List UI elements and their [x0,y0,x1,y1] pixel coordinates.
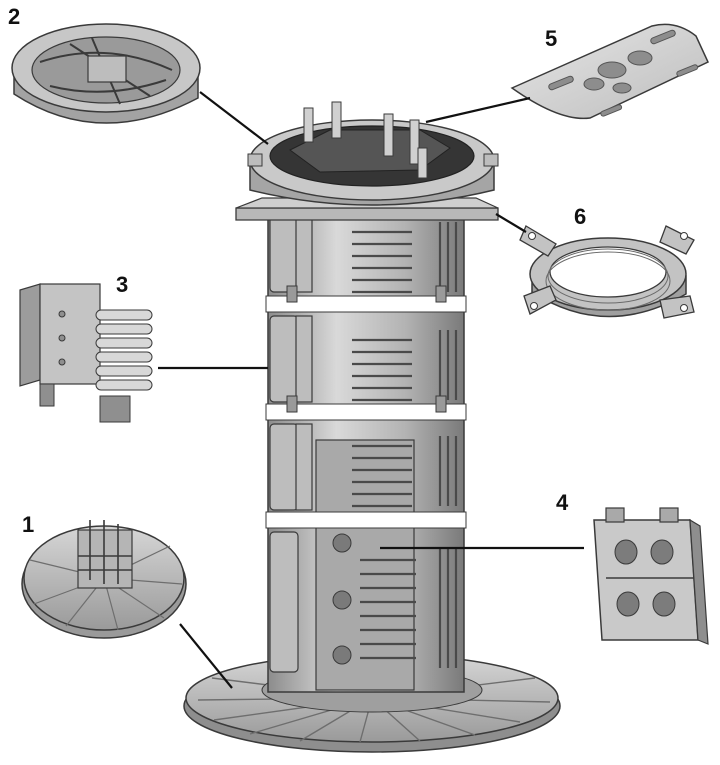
part-5-top-plate [510,23,709,120]
part-2-top-ring-cap [11,23,201,124]
leader-line-2 [199,91,269,145]
callout-5: 5 [545,26,558,51]
part-3-extension-segment [19,283,153,423]
leader-lines [158,91,584,689]
main-pedestal-assembly [183,101,561,753]
part-4-locking-clip [593,507,709,645]
top-head [247,101,499,206]
segment-pins [286,285,447,413]
extension-ribs [352,222,458,668]
callout-1: 1 [22,512,35,537]
callout-4: 4 [556,490,569,515]
extension-segment-gaps [265,295,467,529]
leader-line-1 [179,623,233,689]
callout-3: 3 [116,272,129,297]
callout-6: 6 [574,204,587,229]
leader-line-5 [425,96,531,124]
callout-2: 2 [8,4,21,29]
segment-side-tabs [269,211,313,673]
leader-line-6 [495,213,527,233]
part-6-locking-ring [519,225,695,319]
part-1-base-adapter [21,520,187,639]
